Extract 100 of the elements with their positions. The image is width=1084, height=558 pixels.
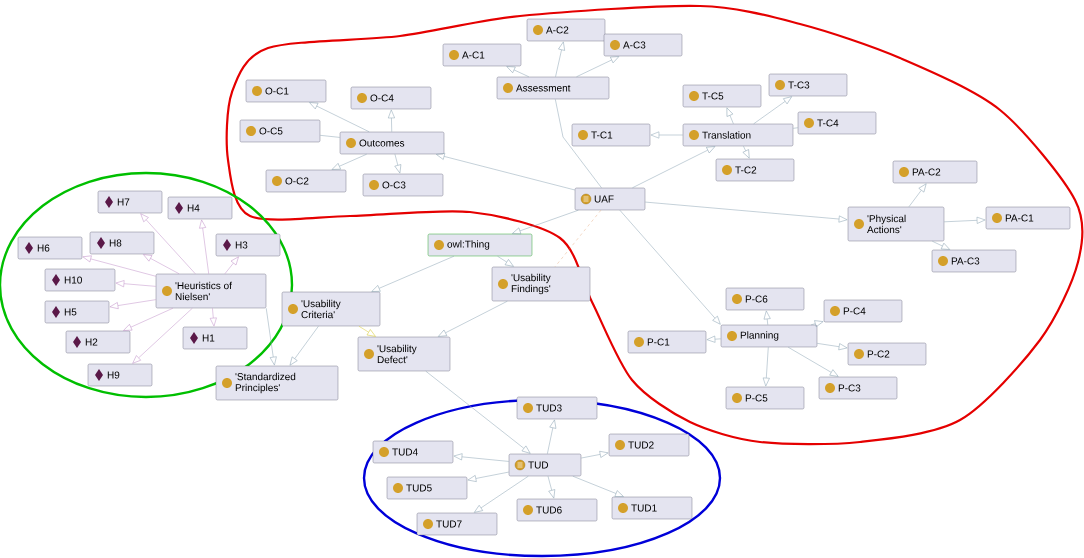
arrow — [943, 216, 986, 224]
class-box: H3 — [215, 233, 281, 257]
class-box: O-C2 — [265, 169, 347, 193]
arrow — [82, 255, 157, 277]
arrow — [547, 419, 557, 455]
class-box: T-C2 — [715, 158, 795, 182]
arrow — [109, 299, 157, 309]
arrow — [572, 475, 624, 497]
arrow — [289, 325, 319, 366]
class-box: TUD2 — [608, 433, 690, 457]
class-box: P-C1 — [627, 330, 707, 354]
class-box: TUD — [508, 453, 582, 477]
class-box: TUD4 — [372, 440, 454, 464]
arrow — [474, 475, 529, 513]
arrow — [787, 346, 839, 377]
class-box: Outcomes — [339, 131, 445, 155]
arrow — [726, 107, 734, 125]
arrow — [753, 96, 793, 125]
arrow — [140, 213, 196, 275]
arrow — [467, 471, 510, 482]
arrow — [388, 109, 395, 133]
class-box: P-C5 — [725, 386, 805, 410]
class-box: TUD6 — [516, 498, 598, 522]
class-box: T-C3 — [768, 73, 848, 97]
arrow — [265, 307, 277, 366]
arrow — [453, 453, 510, 462]
arrow — [209, 307, 217, 327]
class-box: T-C1 — [571, 123, 651, 147]
arrow — [224, 256, 239, 275]
arrow — [644, 201, 848, 223]
class-box: O-C4 — [350, 86, 432, 110]
arrow — [425, 370, 531, 454]
arrow — [438, 300, 508, 337]
class-box: O-C3 — [362, 173, 444, 197]
class-box: H1 — [182, 326, 248, 350]
class-box: 'Usability Findings' — [491, 266, 591, 302]
class-box: A-C2 — [526, 18, 606, 42]
arrow — [576, 56, 620, 78]
arrow — [555, 41, 565, 78]
class-box: H5 — [44, 300, 110, 324]
class-box: H8 — [89, 231, 155, 255]
class-box: Planning — [720, 324, 818, 348]
arrow — [143, 254, 180, 275]
class-box: H4 — [167, 196, 233, 220]
arrow — [512, 209, 579, 235]
arrow — [199, 219, 209, 275]
arrow — [497, 255, 514, 267]
class-box: PA-C1 — [985, 206, 1071, 230]
class-box: Translation — [682, 123, 794, 147]
class-box: H7 — [97, 190, 163, 214]
arrow — [706, 335, 722, 343]
class-box: H10 — [44, 268, 116, 292]
class-box: T-C5 — [682, 84, 762, 108]
arrow — [580, 451, 609, 459]
arrow — [908, 183, 927, 208]
arrow — [123, 307, 174, 331]
arrow — [547, 475, 556, 499]
class-box: A-C1 — [442, 43, 522, 67]
class-box: P-C4 — [823, 299, 903, 323]
class-box: H6 — [17, 236, 83, 260]
arrow — [331, 153, 367, 170]
class-box: P-C2 — [847, 342, 927, 366]
arrow — [115, 280, 157, 288]
arrow — [762, 346, 770, 387]
class-box: H2 — [65, 330, 131, 354]
arrow — [816, 343, 848, 351]
class-box: 'Usability Defect' — [357, 336, 451, 372]
class-box: TUD1 — [611, 496, 693, 520]
arrow — [932, 240, 951, 250]
class-box: TUD5 — [386, 476, 468, 500]
arrow — [309, 102, 370, 133]
class-box: UAF — [574, 187, 646, 211]
arrow — [742, 145, 750, 159]
class-box: H9 — [87, 363, 153, 387]
class-box: A-C3 — [603, 33, 683, 57]
arrow — [506, 66, 530, 78]
class-box: PA-C2 — [892, 160, 978, 184]
class-box: T-C4 — [797, 111, 877, 135]
arrow — [358, 325, 376, 337]
arrow — [650, 131, 684, 139]
arrow — [132, 307, 193, 364]
class-box: Assessment — [496, 76, 610, 100]
class-box: TUD7 — [416, 512, 498, 536]
class-box: 'Physical Actions' — [847, 206, 945, 242]
class-box: TUD3 — [516, 396, 598, 420]
arrow — [632, 146, 716, 189]
arrow — [810, 320, 824, 327]
class-box: owl:Thing — [427, 233, 533, 257]
class-box: O-C5 — [239, 119, 321, 143]
class-box: 'Standardized Principles' — [215, 365, 339, 401]
arrow — [371, 255, 455, 292]
class-box: O-C1 — [245, 79, 327, 103]
arrow — [619, 209, 721, 325]
arrow — [394, 153, 402, 174]
class-box: 'Usability Criteria' — [281, 291, 381, 327]
class-box: PA-C3 — [931, 249, 1017, 273]
arrow — [436, 153, 576, 191]
arrow — [763, 310, 771, 326]
class-box: P-C6 — [725, 287, 805, 311]
class-box: 'Heuristics of Nielsen' — [155, 273, 267, 309]
